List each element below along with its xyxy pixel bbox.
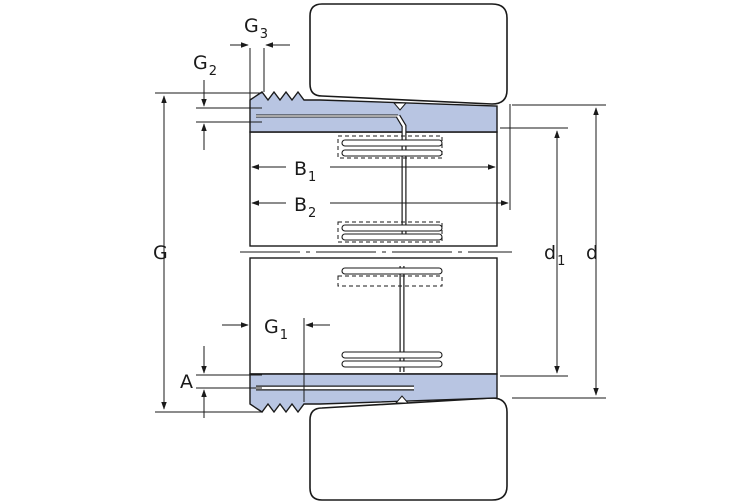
- outer-ring-bottom: [309, 397, 508, 501]
- oil-notch-top: [392, 102, 408, 111]
- label-G2: G2: [193, 52, 217, 79]
- groove-2: [341, 149, 443, 157]
- groove-5: [341, 267, 443, 275]
- label-B1: B1: [294, 158, 316, 185]
- sleeve-section-top: [249, 90, 498, 133]
- label-B2: B2: [294, 194, 316, 221]
- groove-3: [341, 224, 443, 232]
- label-G: G: [153, 242, 168, 264]
- sleeve-section-bottom: [249, 373, 498, 414]
- label-d: d: [586, 242, 598, 264]
- label-G3: G3: [244, 15, 268, 42]
- groove-1: [341, 139, 443, 147]
- label-A: A: [180, 371, 193, 393]
- label-G1: G1: [264, 316, 288, 343]
- label-d1: d1: [544, 242, 565, 269]
- oil-notch-bottom: [394, 395, 410, 404]
- groove-7: [341, 360, 443, 368]
- outer-ring-top: [309, 3, 508, 105]
- groove-4: [341, 233, 443, 241]
- groove-6: [341, 351, 443, 359]
